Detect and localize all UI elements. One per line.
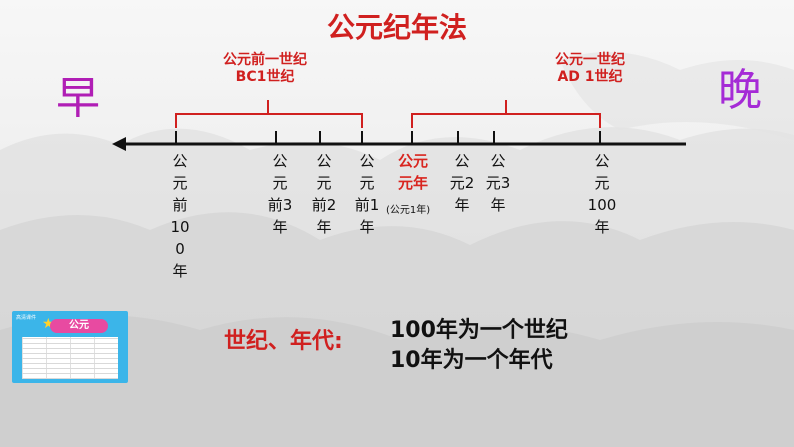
tick-text: 元 [272,174,288,192]
tick-text: 年 [316,218,332,236]
ad1-line2: 元年 [397,174,428,192]
tick-text: 公 [316,152,332,170]
tick-text: 100 [587,196,617,214]
thumbnail-brand: 高清课件 [16,315,37,321]
tick-text: 元 [359,174,375,192]
ad-century-line2: AD 1世纪 [557,69,623,85]
tick-text: 元 [316,174,332,192]
tick-text: 公 [172,152,188,170]
tick-label-bc3: 公 元 前3 年 [267,150,293,238]
tick-label-bc1: 公 元 前1 年 [354,150,380,238]
tick-text: 公 [594,152,610,170]
bc-century-bracket [175,100,363,128]
tick-text: 年 [359,218,375,236]
fact-century: 100年为一个世纪 [390,318,568,343]
tick-text: 元2 [449,174,475,192]
tick-label-ad2: 公 元2 年 [449,150,475,216]
tick-text: 年 [454,196,470,214]
tick-text: 年 [594,218,610,236]
thumbnail-table [22,337,118,379]
late-label: 晚 [718,65,762,116]
tick-text: 公 [454,152,470,170]
tick-text: 公 [359,152,375,170]
ad1-line1: 公元 [397,152,428,170]
tick-text: 元 [172,174,188,192]
tick-text: 前2 [311,196,337,214]
tick-text: 元 [594,174,610,192]
ad-century-bracket [411,100,601,128]
tick-text: 前 [172,196,188,214]
thumbnail-title: 公元 [50,319,108,333]
bc-century-line2: BC1世纪 [235,69,295,85]
tick-text: 年 [490,196,506,214]
tick-text: 前1 [354,196,380,214]
axis-arrow-head [112,137,126,151]
tick-label-ad1: 公元 元年 [388,150,438,194]
ad-century-line1: 公元一世纪 [555,52,625,68]
tick-text: 年 [272,218,288,236]
tick-text: 公 [490,152,506,170]
early-label: 早 [56,73,100,124]
tick-text: 公 [272,152,288,170]
tick-text: 前3 [267,196,293,214]
bc-century-line1: 公元前一世纪 [223,52,307,68]
tick-label-ad100: 公 元 100 年 [587,150,617,238]
bc-century-caption: 公元前一世纪 BC1世纪 [160,52,370,86]
tick-text: 元3 [485,174,511,192]
tick-text: 10 [170,218,190,236]
ad-century-caption: 公元一世纪 AD 1世纪 [490,52,690,86]
fact-decade: 10年为一个年代 [390,348,553,373]
tick-label-bc10: 公 元 前 10 0 年 [167,150,193,282]
tick-text: 年 [172,262,188,280]
ad1-note: (公元1年) [386,205,431,216]
tick-text: 0 [175,240,185,258]
tick-label-ad3: 公 元3 年 [485,150,511,216]
tick-marks [175,131,601,144]
slide-thumbnail[interactable]: 高清课件 ★ 公元 [12,311,128,383]
tick-label-bc2: 公 元 前2 年 [311,150,337,238]
page-title: 公元纪年法 [326,11,467,44]
emphasis-label: 世纪、年代: [224,329,343,354]
